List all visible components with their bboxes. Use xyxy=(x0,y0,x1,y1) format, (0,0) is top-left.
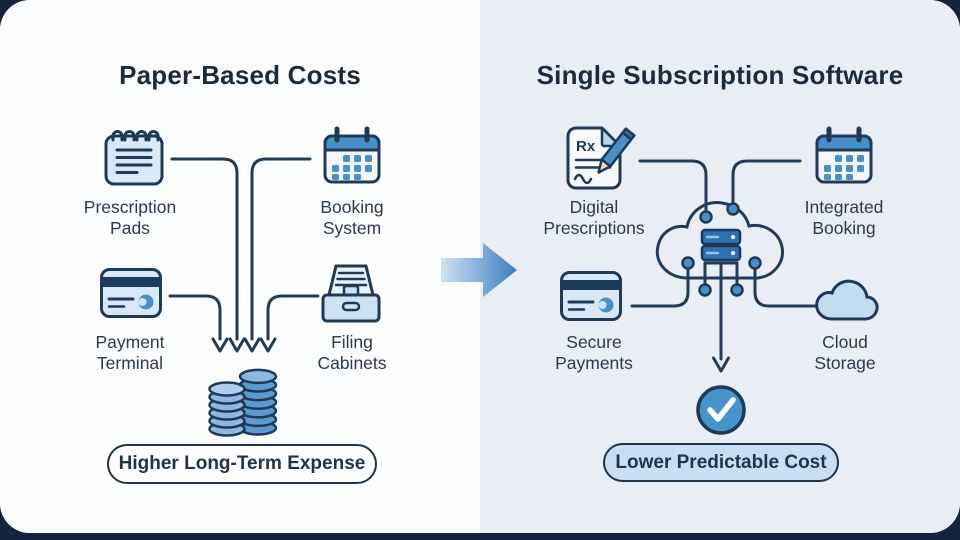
label-prescription-pads: Prescription Pads xyxy=(83,197,177,238)
lower-cost-pill: Lower Predictable Cost xyxy=(603,443,839,482)
cloud-storage-icon xyxy=(815,279,879,321)
booking-calendar-icon xyxy=(325,129,379,182)
payment-card-icon xyxy=(100,268,162,318)
label-digital-prescriptions: Digital Prescriptions xyxy=(543,197,645,238)
coin-stack-icon xyxy=(208,368,278,437)
arrowhead-icon xyxy=(211,337,229,353)
label-secure-payments: Secure Payments xyxy=(555,332,633,373)
filing-cabinet-icon xyxy=(321,264,381,323)
label-booking-system: Booking System xyxy=(320,197,384,238)
checkmark-icon xyxy=(696,385,746,435)
left-panel-title: Paper-Based Costs xyxy=(119,60,361,90)
label-payment-terminal: Payment Terminal xyxy=(95,332,165,373)
digital-prescription-icon: Rx xyxy=(566,126,636,190)
right-panel-title: Single Subscription Software xyxy=(536,60,904,90)
arrowhead-icon xyxy=(259,337,277,353)
pencil-icon xyxy=(597,127,636,174)
label-integrated-booking: Integrated Booking xyxy=(804,197,884,238)
label-cloud-storage: Cloud Storage xyxy=(814,332,876,373)
left-connector-lines xyxy=(168,157,320,353)
circuit-node-dots xyxy=(681,202,762,297)
arrowhead-icon xyxy=(243,337,261,353)
arrowhead-icon xyxy=(712,356,730,373)
rx-glyph: Rx xyxy=(576,138,596,155)
right-circuit-lines xyxy=(630,159,818,373)
higher-expense-pill: Higher Long-Term Expense xyxy=(107,444,377,484)
label-filing-cabinets: Filing Cabinets xyxy=(317,332,387,373)
integrated-booking-icon xyxy=(817,129,871,182)
secure-payment-icon xyxy=(560,271,622,321)
transition-arrow-icon xyxy=(441,243,517,297)
server-icon xyxy=(700,228,742,262)
prescription-pad-icon xyxy=(104,130,164,186)
arrowhead-icon xyxy=(228,337,246,353)
